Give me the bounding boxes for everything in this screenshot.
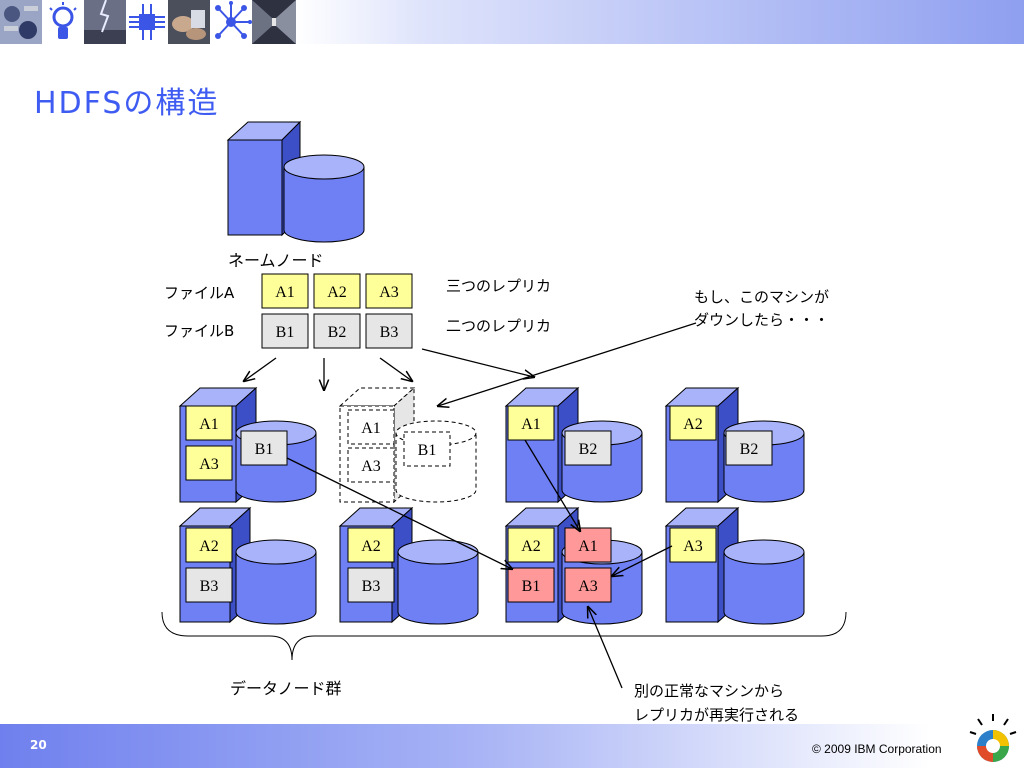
callout-down-arrow: [438, 322, 697, 406]
block-label: A2: [361, 538, 381, 555]
replicate-a1-arrow: [524, 439, 580, 531]
block-a: A1: [185, 405, 233, 441]
file-b-block: B3: [365, 313, 413, 349]
ibm-smarter-planet-icon: [969, 714, 1017, 762]
datanode-group-label: データノード群: [230, 679, 342, 698]
block-label: A2: [199, 538, 219, 555]
replicate-a3-arrow: [612, 545, 673, 576]
hands-icon: [168, 0, 210, 44]
page-number: 20: [30, 738, 47, 752]
footer-bar: [0, 724, 1024, 768]
block-a-lost: A1: [347, 409, 395, 445]
file-b-block-label: B1: [276, 324, 295, 341]
file-b-block-label: B3: [380, 324, 399, 341]
callout-down-line1: もし、このマシンが: [694, 288, 829, 306]
placement-arrow: [244, 357, 277, 381]
file-a-label: ファイルA: [164, 284, 235, 302]
block-new-replica: B1: [507, 567, 555, 603]
copyright-text: © 2009 IBM Corporation: [812, 742, 942, 756]
replica-three-label: 三つのレプリカ: [446, 277, 551, 295]
file-a-block-label: A2: [327, 284, 347, 301]
block-b: B2: [564, 430, 612, 466]
block-b-lost: B1: [403, 431, 451, 467]
placement-arrow: [421, 348, 534, 377]
block-label: B2: [740, 441, 759, 458]
corridor-icon: [252, 0, 296, 44]
block-new-replica: A3: [564, 567, 612, 603]
datanode-disk: [723, 539, 805, 625]
file-b-block: B1: [261, 313, 309, 349]
callout-rereplicate-arrow: [588, 607, 623, 689]
replicate-b1-arrow: [286, 457, 512, 569]
file-a-block-label: A1: [275, 284, 295, 301]
block-label: A3: [361, 458, 381, 475]
block-b: B3: [185, 567, 233, 603]
block-label: B3: [362, 578, 381, 595]
file-a-block: A3: [365, 273, 413, 309]
header-banner: [0, 0, 1024, 44]
block-a: A2: [347, 527, 395, 563]
file-a-block: A2: [313, 273, 361, 309]
datanode-disk: [397, 539, 479, 625]
block-label: A3: [683, 538, 703, 555]
namenode-label: ネームノード: [228, 251, 324, 270]
namenode-disk: [283, 154, 365, 243]
block-label: A1: [521, 416, 541, 433]
block-label: B2: [579, 441, 598, 458]
cables-icon: [0, 0, 42, 44]
file-b-label: ファイルB: [164, 322, 234, 340]
block-a-lost: A3: [347, 447, 395, 483]
block-a: A3: [185, 445, 233, 481]
callout-rereplicate-line1: 別の正常なマシンから: [634, 682, 784, 700]
block-new-replica: A1: [564, 527, 612, 563]
block-label: B3: [200, 578, 219, 595]
network-icon: [210, 0, 252, 44]
block-label: A3: [578, 578, 598, 595]
lightbulb-icon: [42, 0, 84, 44]
block-a: A3: [669, 527, 717, 563]
block-label: A1: [578, 538, 598, 555]
block-b: B1: [240, 430, 288, 466]
callout-down-line2: ダウンしたら・・・: [694, 311, 829, 329]
block-label: A1: [361, 420, 381, 437]
file-a-block-label: A3: [379, 284, 399, 301]
file-b-block-label: B2: [328, 324, 347, 341]
block-label: B1: [255, 441, 274, 458]
block-label: B1: [418, 442, 437, 459]
page-title: HDFSの構造: [34, 86, 220, 121]
chip-icon: [126, 0, 168, 44]
block-label: A2: [521, 538, 541, 555]
lightning-icon: [84, 0, 126, 44]
placement-arrow: [379, 357, 412, 381]
block-a: A2: [507, 527, 555, 563]
block-label: B1: [522, 578, 541, 595]
block-b: B3: [347, 567, 395, 603]
block-a: A1: [507, 405, 555, 441]
file-b-block: B2: [313, 313, 361, 349]
datanode-group-brace: [161, 611, 847, 661]
block-a: A2: [669, 405, 717, 441]
block-label: A1: [199, 416, 219, 433]
replica-two-label: 二つのレプリカ: [446, 317, 551, 335]
block-b: B2: [725, 430, 773, 466]
block-label: A2: [683, 416, 703, 433]
file-a-block: A1: [261, 273, 309, 309]
block-a: A2: [185, 527, 233, 563]
block-label: A3: [199, 456, 219, 473]
datanode-disk: [235, 539, 317, 625]
callout-rereplicate-line2: レプリカが再実行される: [634, 706, 799, 724]
